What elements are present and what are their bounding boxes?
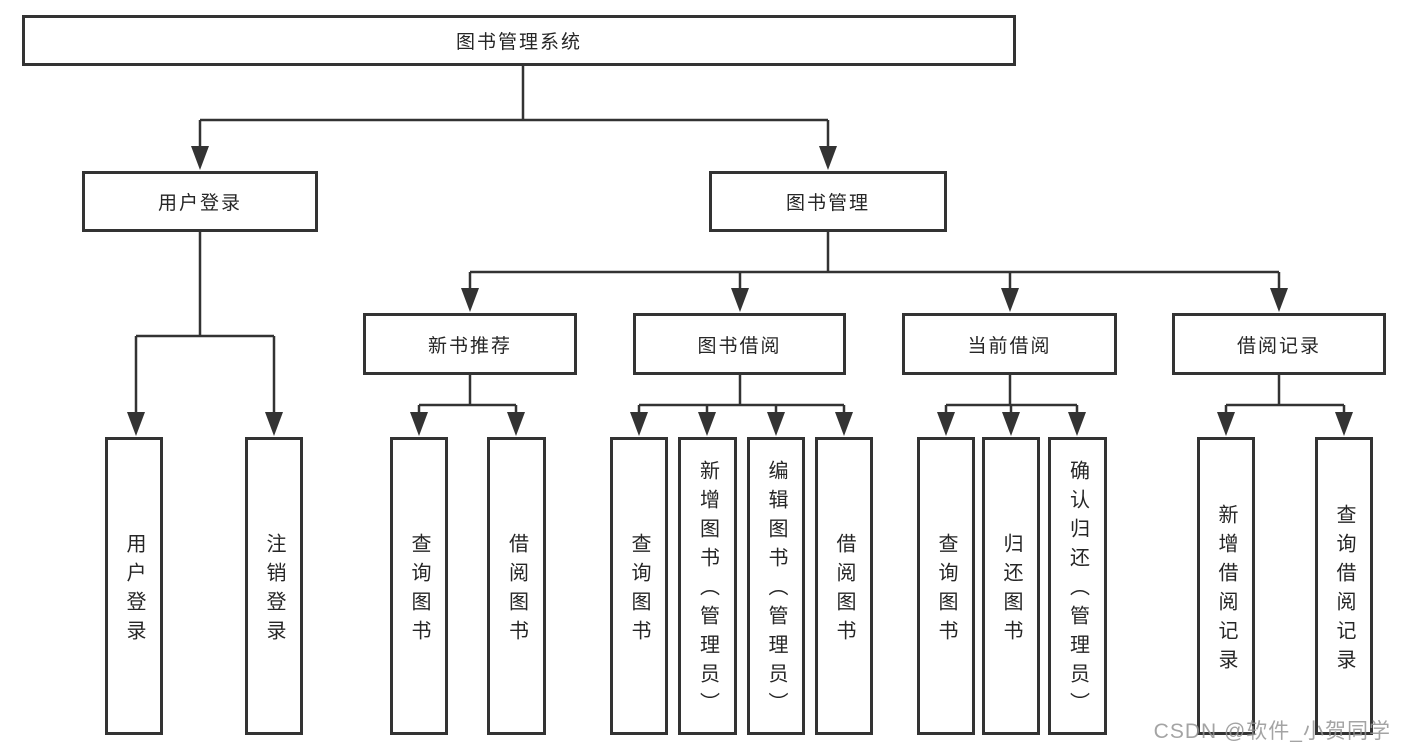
node-book-management-label: 图书管理 — [785, 193, 870, 214]
node-new-book-recommend: 新书推荐 — [363, 313, 577, 375]
arrowhead-icon — [461, 288, 479, 312]
node-leaf-borrow-books-recommend-label: 借阅图书 — [505, 532, 528, 649]
node-current-borrow-label: 当前借阅 — [967, 335, 1052, 357]
arrowhead-icon — [1001, 288, 1019, 312]
arrowhead-icon — [1217, 412, 1235, 436]
node-leaf-query-books-recommend-label: 查询图书 — [408, 532, 430, 649]
node-leaf-logout: 注销登录 — [245, 437, 303, 735]
arrowhead-icon — [410, 412, 428, 436]
node-leaf-query-borrow-record: 查询借阅记录 — [1315, 437, 1373, 735]
node-leaf-borrow-books-borrow: 借阅图书 — [815, 437, 873, 735]
arrowhead-icon — [1068, 412, 1086, 436]
arrowhead-icon — [835, 412, 853, 436]
node-leaf-query-borrow-record-label: 查询借阅记录 — [1333, 503, 1355, 678]
node-leaf-logout-label: 注销登录 — [263, 532, 285, 649]
node-book-borrow: 图书借阅 — [633, 313, 846, 375]
node-user-login: 用户登录 — [82, 171, 318, 232]
node-leaf-query-books-recommend: 查询图书 — [390, 437, 448, 735]
node-leaf-add-borrow-record-label: 新增借阅记录 — [1215, 503, 1237, 678]
node-leaf-edit-books-admin: 编辑图书（管理员） — [747, 437, 805, 735]
arrowhead-icon — [937, 412, 955, 436]
node-borrow-records-label: 借阅记录 — [1236, 335, 1321, 357]
arrowhead-icon — [698, 412, 716, 436]
node-leaf-user-login: 用户登录 — [105, 437, 163, 735]
arrowhead-icon — [731, 288, 749, 312]
node-root: 图书管理系统 — [22, 15, 1016, 66]
node-leaf-return-books: 归还图书 — [982, 437, 1040, 735]
node-current-borrow: 当前借阅 — [902, 313, 1117, 375]
node-leaf-user-login-label: 用户登录 — [123, 532, 145, 649]
node-book-borrow-label: 图书借阅 — [697, 335, 782, 357]
arrowhead-icon — [1002, 412, 1020, 436]
node-leaf-query-books-borrow-label: 查询图书 — [628, 532, 650, 649]
node-leaf-borrow-books-borrow-label: 借阅图书 — [833, 532, 855, 649]
node-borrow-records: 借阅记录 — [1172, 313, 1386, 375]
node-leaf-query-books-current: 查询图书 — [917, 437, 975, 735]
node-leaf-query-books-borrow: 查询图书 — [610, 437, 668, 735]
node-leaf-edit-books-admin-label: 编辑图书（管理员） — [765, 460, 787, 721]
node-leaf-query-books-current-label: 查询图书 — [935, 532, 957, 649]
node-new-book-recommend-label: 新书推荐 — [427, 335, 512, 357]
node-leaf-add-books-admin: 新增图书（管理员） — [678, 437, 737, 735]
arrowhead-icon — [630, 412, 648, 436]
node-leaf-confirm-return-admin: 确认归还（管理员） — [1048, 437, 1107, 735]
arrowhead-icon — [819, 146, 837, 170]
node-leaf-borrow-books-recommend: 借阅图书 — [487, 437, 546, 735]
node-book-management: 图书管理 — [709, 171, 947, 232]
arrowhead-icon — [1270, 288, 1288, 312]
node-root-label: 图书管理系统 — [455, 32, 582, 53]
arrowhead-icon — [191, 146, 209, 170]
arrowhead-icon — [1335, 412, 1353, 436]
arrowhead-icon — [265, 412, 283, 436]
node-leaf-add-borrow-record: 新增借阅记录 — [1197, 437, 1255, 735]
node-leaf-add-books-admin-label: 新增图书（管理员） — [696, 460, 719, 721]
node-leaf-return-books-label: 归还图书 — [1000, 532, 1022, 649]
node-leaf-confirm-return-admin-label: 确认归还（管理员） — [1066, 460, 1089, 721]
node-user-login-label: 用户登录 — [157, 193, 242, 214]
arrowhead-icon — [507, 412, 525, 436]
watermark: CSDN @软件_小贺同学 — [1153, 720, 1391, 743]
arrowhead-icon — [127, 412, 145, 436]
arrowhead-icon — [767, 412, 785, 436]
